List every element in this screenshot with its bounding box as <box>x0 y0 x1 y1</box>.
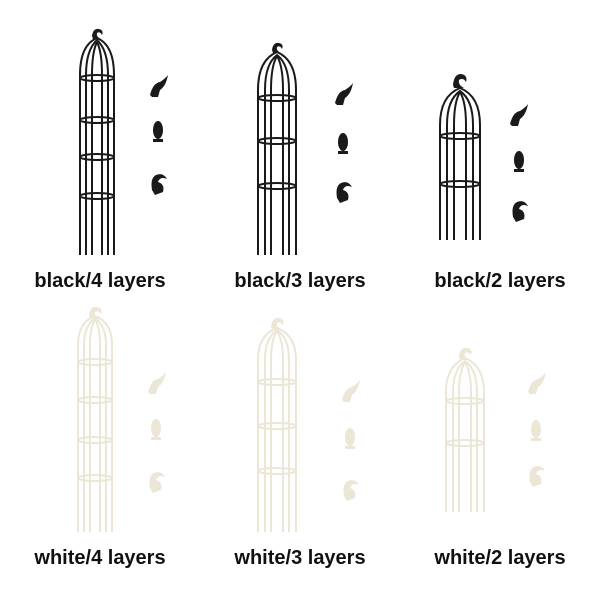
squirrel-finial-top <box>459 347 472 360</box>
egg-finial-icon <box>153 121 163 139</box>
variant-card-white-4[interactable]: white/4 layers <box>0 300 200 600</box>
finial-icons <box>335 83 353 203</box>
bird-finial-icon <box>150 75 168 97</box>
bird-finial-icon <box>510 104 528 126</box>
finial-icons <box>150 75 168 195</box>
egg-finial-icon <box>151 419 161 437</box>
trellis-black-4-layers <box>79 28 168 255</box>
egg-finial-icon <box>338 133 348 151</box>
variant-card-black-4[interactable]: black/4 layers <box>0 0 200 300</box>
obelisk-frame <box>79 36 115 255</box>
variant-label: black/2 layers <box>434 270 566 292</box>
trellis-black-2-layers <box>439 74 528 240</box>
variant-label: black/4 layers <box>34 270 166 292</box>
variant-label: white/4 layers <box>34 547 166 569</box>
bird-finial-icon <box>148 372 166 394</box>
finial-icons <box>510 104 528 222</box>
variant-card-white-3[interactable]: white/3 layers <box>200 300 400 600</box>
trellis-white-4-layers <box>77 306 166 532</box>
squirrel-finial-top <box>272 42 283 53</box>
variant-card-black-3[interactable]: black/3 layers <box>200 0 400 300</box>
trellis-black-3-layers <box>257 42 353 255</box>
squirrel-finial-top <box>92 28 103 39</box>
obelisk-frame <box>439 86 481 240</box>
variant-label: white/2 layers <box>434 547 566 569</box>
squirrel-finial-icon <box>149 472 165 493</box>
variant-label: black/3 layers <box>234 270 366 292</box>
squirrel-finial-icon <box>343 480 359 501</box>
bird-finial-icon <box>342 380 360 402</box>
squirrel-finial-icon <box>512 201 528 222</box>
squirrel-finial-top <box>453 74 467 88</box>
trellis-white-3-layers <box>257 317 360 532</box>
bird-finial-icon <box>528 372 546 394</box>
squirrel-finial-top <box>271 317 284 330</box>
egg-finial-icon <box>531 420 541 438</box>
egg-finial-icon <box>345 428 355 446</box>
trellis-white-2-layers <box>445 347 546 512</box>
finial-icons <box>342 380 360 501</box>
bird-finial-icon <box>335 83 353 105</box>
finial-icons <box>528 372 546 487</box>
squirrel-finial-top <box>89 306 102 319</box>
egg-finial-icon <box>514 151 524 169</box>
squirrel-finial-icon <box>529 466 545 487</box>
obelisk-frame <box>77 314 113 532</box>
variant-card-black-2[interactable]: black/2 layers <box>400 0 600 300</box>
variant-label: white/3 layers <box>234 547 366 569</box>
obelisk-frame <box>445 356 485 512</box>
squirrel-finial-icon <box>151 174 167 195</box>
variant-card-white-2[interactable]: white/2 layers <box>400 300 600 600</box>
squirrel-finial-icon <box>336 182 352 203</box>
obelisk-frame <box>257 326 297 532</box>
obelisk-frame <box>257 50 297 255</box>
finial-icons <box>148 372 166 493</box>
